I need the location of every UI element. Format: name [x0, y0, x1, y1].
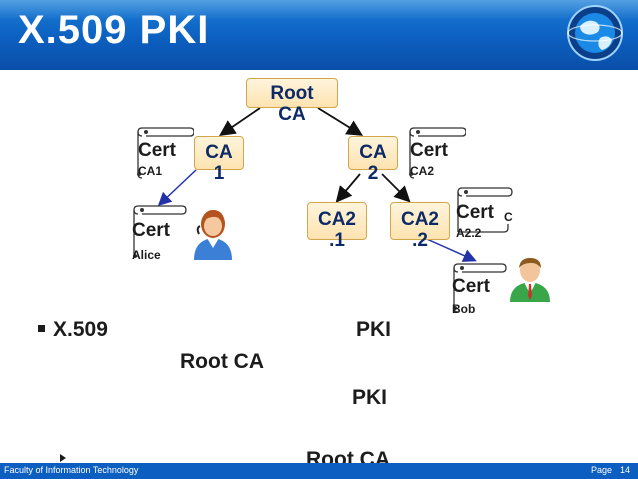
arrow-ca2-to-ca21 [335, 173, 361, 203]
node-ca2-1-line1: CA2 [317, 209, 356, 230]
cert-ca2-2-word: Cert [456, 202, 495, 223]
arrow-ca2-to-ca22 [381, 173, 411, 203]
cert-ca1: Cert CA1 [134, 124, 194, 184]
pki-hierarchy-diagram: Root CA CA 1 CA 2 CA2 .1 CA2 .2 Ce [0, 70, 638, 370]
node-ca2-1-line2: .1 [329, 230, 345, 251]
certificate-scroll-icon [453, 263, 507, 313]
bullet-line-1-text: X.509 [53, 318, 108, 341]
bullet-triangle-icon [60, 454, 66, 462]
node-ca1: CA 1 [194, 136, 244, 184]
body-line-3: PKI [352, 386, 388, 409]
title-bar: X.509 PKI [0, 0, 638, 70]
cert-alice: Cert Alice [128, 202, 188, 268]
title-bar-sheen [0, 0, 638, 20]
arrow-root-to-ca2 [317, 107, 364, 136]
cert-bob-sub: Bob [452, 302, 476, 316]
bullet-line-1: X.509 [38, 318, 108, 342]
footer-bar: Faculty of Information Technology Page 1… [0, 463, 638, 479]
footer-faculty: Faculty of Information Technology [4, 465, 139, 475]
certificate-scroll-icon [457, 187, 513, 233]
cert-bob: Cert Bob [448, 260, 508, 320]
cert-ca2: Cert CA2 [406, 124, 466, 184]
alice-avatar-icon [194, 210, 232, 260]
certificate-scroll-icon [133, 205, 187, 258]
slide-title: X.509 PKI [18, 8, 210, 52]
cert-ca2-word: Cert [410, 140, 449, 161]
cert-bob-word: Cert [452, 276, 491, 297]
cert-alice-sub: Alice [132, 248, 161, 262]
cert-ca2-2-sub: A2.2 [456, 226, 482, 240]
globe-icon [567, 5, 623, 61]
bob-avatar-icon [510, 258, 550, 302]
node-ca2-1: CA2 .1 [307, 202, 367, 251]
node-root-ca: Root CA [246, 78, 338, 125]
bullet-line-1-pki: PKI [356, 318, 392, 341]
cert-alice-word: Cert [132, 220, 171, 241]
arrow-root-to-ca1 [219, 107, 261, 137]
cert-ca2-sub: CA2 [410, 164, 435, 178]
node-ca2-2-line2: .2 [412, 230, 428, 251]
node-ca2-line1: CA [359, 142, 387, 163]
footer-page-number: 14 [620, 465, 631, 475]
node-root-ca-line2: CA [278, 104, 306, 125]
body-line-2: Root CA [180, 350, 264, 373]
cert-ca1-word: Cert [138, 140, 177, 161]
node-ca1-line2: 1 [213, 163, 225, 184]
diagram-connectors [157, 107, 477, 262]
node-ca2: CA 2 [348, 136, 398, 184]
cert-ca1-sub: CA1 [138, 164, 163, 178]
cert-ca2-2-suffix: C [504, 210, 513, 224]
node-root-ca-line1: Root [270, 83, 314, 104]
arrow-ca22-to-bob-cert [419, 235, 477, 262]
bullet-square-icon [38, 324, 45, 332]
node-ca1-line1: CA [205, 142, 233, 163]
cert-ca2-2: Cert C A2.2 [452, 184, 522, 244]
node-ca2-line2: 2 [367, 163, 379, 184]
certificate-scroll-icon [409, 127, 466, 179]
node-ca2-2-line1: CA2 [400, 209, 439, 230]
arrow-ca1-to-alice-cert [157, 169, 197, 207]
footer-page-label: Page [591, 465, 613, 475]
node-ca2-2: CA2 .2 [390, 202, 450, 251]
